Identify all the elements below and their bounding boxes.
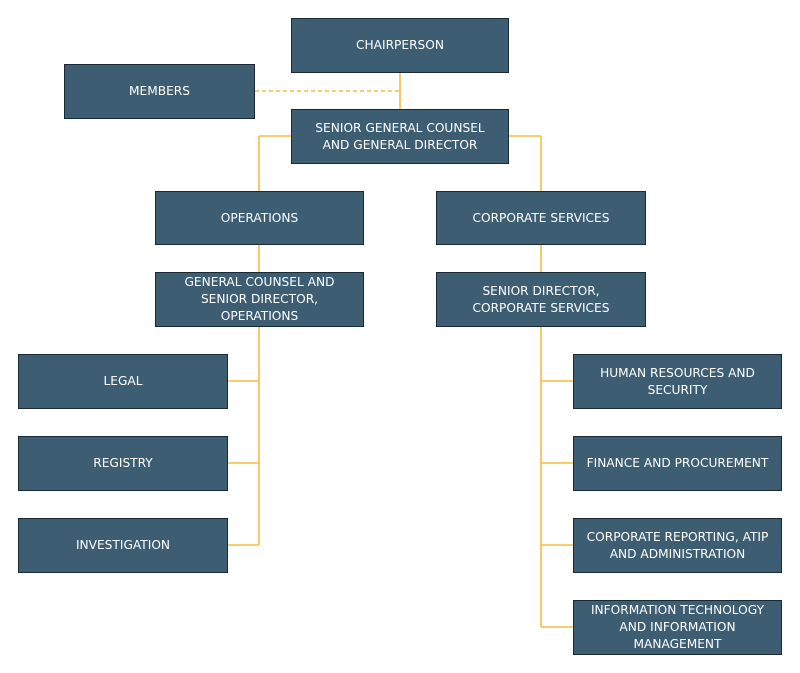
- node-information-technology: INFORMATION TECHNOLOGY AND INFORMATION M…: [573, 600, 782, 655]
- node-chairperson: CHAIRPERSON: [291, 18, 509, 73]
- node-legal: LEGAL: [18, 354, 228, 409]
- node-investigation: INVESTIGATION: [18, 518, 228, 573]
- node-senior-general-counsel: SENIOR GENERAL COUNSEL AND GENERAL DIREC…: [291, 109, 509, 164]
- node-general-counsel-operations: GENERAL COUNSEL AND SENIOR DIRECTOR, OPE…: [155, 272, 364, 327]
- node-registry: REGISTRY: [18, 436, 228, 491]
- node-corporate-reporting: CORPORATE REPORTING, ATIP AND ADMINISTRA…: [573, 518, 782, 573]
- node-finance: FINANCE AND PROCUREMENT: [573, 436, 782, 491]
- node-human-resources: HUMAN RESOURCES AND SECURITY: [573, 354, 782, 409]
- node-corporate-services: CORPORATE SERVICES: [436, 191, 646, 245]
- node-members: MEMBERS: [64, 64, 255, 119]
- node-operations: OPERATIONS: [155, 191, 364, 245]
- node-senior-director-corporate: SENIOR DIRECTOR, CORPORATE SERVICES: [436, 272, 646, 327]
